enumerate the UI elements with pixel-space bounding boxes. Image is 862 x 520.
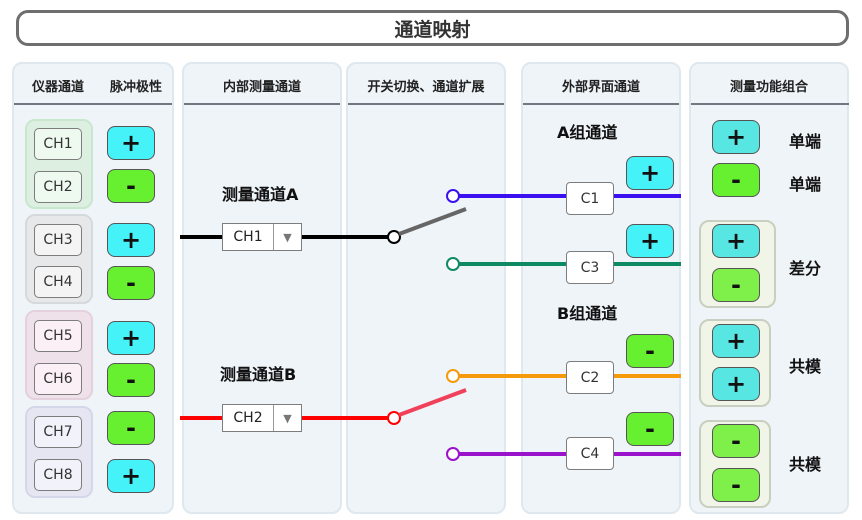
- polarity-plus-button[interactable]: +: [107, 459, 155, 493]
- polarity-minus-button[interactable]: -: [107, 363, 155, 397]
- page-title: 通道映射: [16, 10, 849, 46]
- instrument-channel-ch7[interactable]: CH7: [34, 416, 82, 448]
- polarity-plus-button[interactable]: +: [107, 321, 155, 355]
- switch-panel: [346, 62, 506, 514]
- instrument-channel-ch3[interactable]: CH3: [34, 224, 82, 256]
- header-pulse-polarity: 脉冲极性: [109, 80, 162, 95]
- common-mode-plus-button[interactable]: +: [712, 367, 760, 401]
- instrument-channel-ch4[interactable]: CH4: [34, 266, 82, 298]
- header-divider: [691, 103, 849, 105]
- header-divider: [184, 103, 340, 105]
- polarity-minus-button[interactable]: -: [107, 169, 155, 203]
- header-divider: [348, 103, 504, 105]
- header-external-channel: 外部界面通道: [561, 80, 640, 95]
- differential-plus-button[interactable]: +: [712, 224, 760, 258]
- measurement-channel-b-label: 测量通道B: [220, 365, 297, 384]
- switch-a-pivot: [387, 230, 401, 244]
- external-channel-c2[interactable]: C2: [566, 361, 614, 394]
- chevron-down-icon[interactable]: ▼: [283, 411, 292, 425]
- external-channel-c3[interactable]: C3: [566, 251, 614, 284]
- terminal-c1: [446, 189, 460, 203]
- header-instrument-channel: 仪器通道: [31, 80, 84, 95]
- external-polarity-plus-button[interactable]: +: [626, 156, 674, 190]
- terminal-c2: [446, 369, 460, 383]
- channel-b-select[interactable]: CH2 ▼: [222, 404, 302, 432]
- differential-label: 差分: [789, 259, 822, 278]
- group-a-label: A组通道: [557, 123, 618, 142]
- group-b-label: B组通道: [557, 304, 618, 323]
- channel-b-select-value: CH2: [223, 405, 274, 431]
- channel-a-select[interactable]: CH1 ▼: [222, 223, 302, 251]
- external-channel-c4[interactable]: C4: [566, 437, 614, 470]
- switch-b-lever: [398, 388, 467, 417]
- external-polarity-plus-button[interactable]: +: [626, 224, 674, 258]
- polarity-plus-button[interactable]: +: [107, 223, 155, 257]
- single-end-label: 单端: [789, 175, 822, 194]
- header-function-combo: 测量功能组合: [729, 80, 808, 95]
- polarity-minus-button[interactable]: -: [107, 266, 155, 300]
- polarity-minus-button[interactable]: -: [107, 411, 155, 445]
- channel-a-select-value: CH1: [223, 224, 274, 250]
- external-polarity-minus-button[interactable]: -: [626, 334, 674, 368]
- chevron-down-icon[interactable]: ▼: [283, 230, 292, 244]
- external-polarity-minus-button[interactable]: -: [626, 412, 674, 446]
- switch-a-lever: [398, 207, 467, 236]
- external-channel-c1[interactable]: C1: [566, 182, 614, 215]
- common-mode-minus-button[interactable]: -: [712, 468, 760, 502]
- instrument-channel-ch5[interactable]: CH5: [34, 320, 82, 352]
- header-divider: [14, 103, 172, 105]
- header-internal-channel: 内部测量通道: [222, 80, 301, 95]
- instrument-channel-ch8[interactable]: CH8: [34, 459, 82, 491]
- header-switch-expand: 开关切换、通道扩展: [367, 80, 485, 95]
- differential-minus-button[interactable]: -: [712, 268, 760, 302]
- common-mode-minus-button[interactable]: -: [712, 424, 760, 458]
- measurement-channel-a-label: 测量通道A: [222, 185, 299, 204]
- polarity-plus-button[interactable]: +: [107, 126, 155, 160]
- single-end-plus-button[interactable]: +: [712, 120, 760, 154]
- common-mode-label: 共模: [789, 357, 822, 376]
- header-divider: [523, 103, 679, 105]
- instrument-channel-ch6[interactable]: CH6: [34, 363, 82, 395]
- switch-b-pivot: [387, 411, 401, 425]
- single-end-label: 单端: [789, 132, 822, 151]
- instrument-channel-ch1[interactable]: CH1: [34, 128, 82, 160]
- instrument-channel-ch2[interactable]: CH2: [34, 171, 82, 203]
- terminal-c3: [446, 257, 460, 271]
- terminal-c4: [446, 447, 460, 461]
- common-mode-label: 共模: [789, 455, 822, 474]
- internal-panel: [182, 62, 342, 514]
- single-end-minus-button[interactable]: -: [712, 163, 760, 197]
- common-mode-plus-button[interactable]: +: [712, 324, 760, 358]
